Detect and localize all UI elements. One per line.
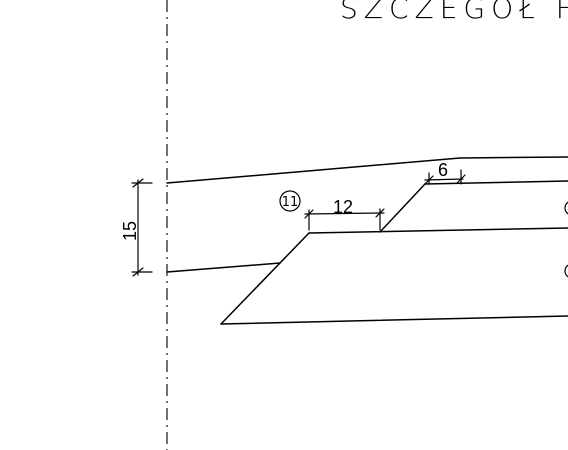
dim-tick-bottom	[132, 267, 144, 277]
dim-tick-ledge-right	[456, 174, 466, 184]
profile-outline	[166, 156, 568, 325]
dim-line-ledge	[424, 178, 464, 181]
partial-circle-lower	[564, 264, 568, 278]
step-diagonal	[220, 232, 310, 325]
callout-number: 11	[282, 195, 299, 210]
dimension-step: 12	[304, 197, 385, 231]
dim-text-ledge: 6	[438, 160, 448, 180]
dimension-top-ledge: 6	[424, 160, 466, 185]
base-edge	[220, 315, 568, 325]
step-top-edge	[308, 227, 568, 234]
dim-text-step: 12	[333, 197, 353, 217]
dim-tick-step-right	[375, 208, 385, 218]
top-edge	[166, 156, 568, 184]
dimension-height: 15	[120, 178, 153, 277]
dim-tick-step-left	[304, 209, 314, 219]
dim-tick-ledge-left	[424, 175, 434, 185]
drawing-title: SZCZEGÓŁ F	[340, 0, 568, 25]
callout-marker: 11	[279, 190, 301, 212]
dim-line-step	[304, 212, 385, 215]
lower-left-edge	[166, 262, 281, 273]
partial-circle-upper	[564, 201, 568, 215]
callout-circle	[279, 190, 301, 212]
ledge-top-edge	[424, 180, 568, 185]
ledge-diagonal	[379, 183, 426, 233]
dim-text-height: 15	[120, 221, 140, 241]
dim-tick-top	[132, 178, 144, 188]
